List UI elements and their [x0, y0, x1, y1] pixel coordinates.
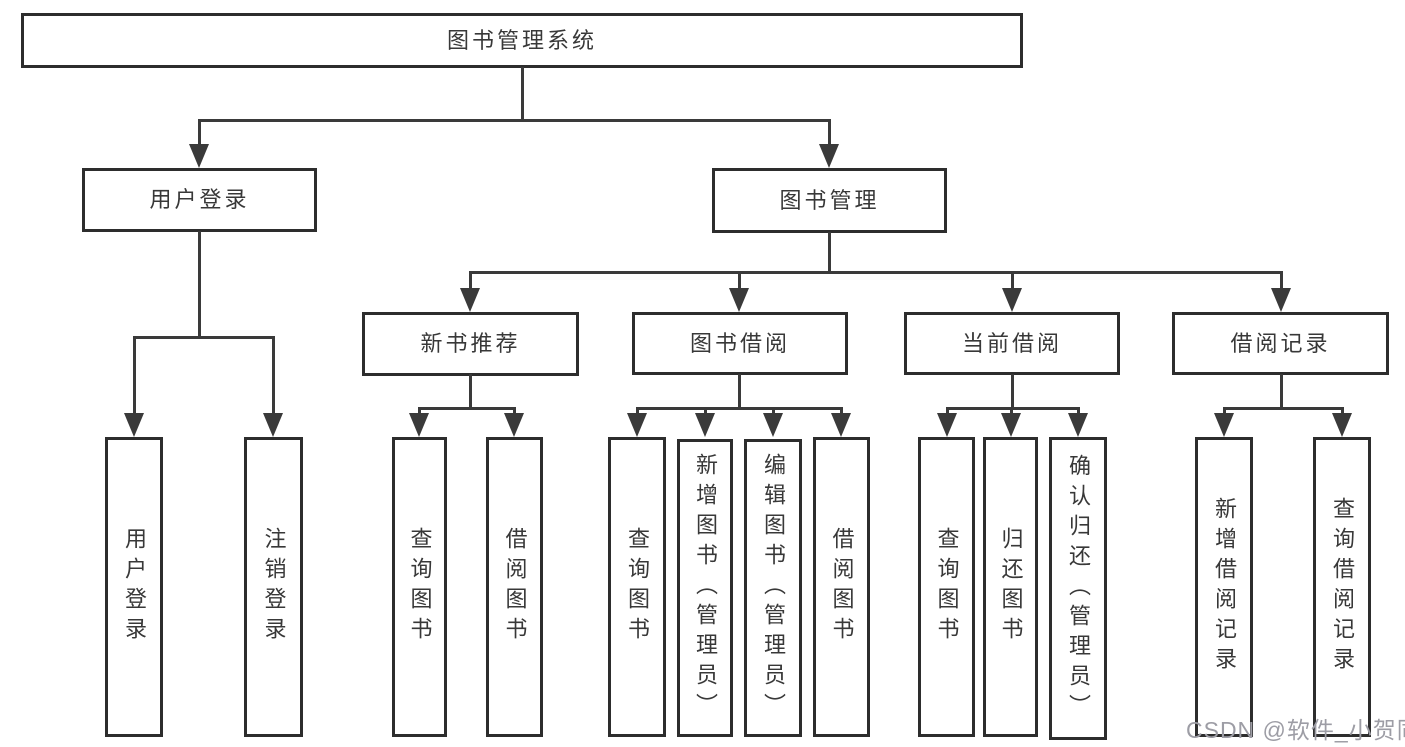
arrowhead-icon: [1271, 288, 1291, 312]
arrowhead-icon: [763, 413, 783, 437]
node-borrowing-records: 借阅记录: [1172, 312, 1389, 375]
arrowhead-icon: [819, 144, 839, 168]
arrow-shaft: [197, 118, 201, 149]
node-user-login: 用户登录: [82, 168, 317, 232]
arrowhead-icon: [729, 288, 749, 312]
node-label-leaf-borrow-books-recommend: 借阅图书: [502, 527, 528, 647]
node-label-leaf-logout: 注销登录: [261, 527, 287, 647]
arrow-shaft: [468, 270, 472, 293]
node-label-book-borrowing: 图书借阅: [689, 330, 790, 356]
node-leaf-edit-books-admin: 编辑图书（管理员）: [744, 439, 802, 737]
arrow-shaft: [1076, 406, 1080, 418]
arrow-shaft: [132, 335, 136, 418]
node-leaf-user-login: 用户登录: [105, 437, 163, 737]
connector-line: [1010, 373, 1014, 410]
node-leaf-query-books-current: 查询图书: [918, 437, 975, 737]
arrow-shaft: [417, 406, 421, 418]
arrow-shaft: [635, 406, 639, 418]
node-label-root-system: 图书管理系统: [446, 27, 597, 53]
node-label-leaf-confirm-return-admin: 确认归还（管理员）: [1066, 453, 1091, 724]
node-label-leaf-user-login: 用户登录: [122, 527, 147, 647]
node-leaf-logout: 注销登录: [244, 437, 303, 737]
node-leaf-query-books-borrowing: 查询图书: [608, 437, 666, 737]
arrowhead-icon: [1001, 413, 1021, 437]
arrowhead-icon: [1002, 288, 1022, 312]
arrow-shaft: [703, 406, 707, 418]
arrow-shaft: [737, 270, 741, 293]
arrowhead-icon: [627, 413, 647, 437]
node-label-leaf-query-books-current: 查询图书: [934, 527, 960, 647]
arrow-shaft: [771, 406, 775, 418]
connector-line: [1279, 373, 1283, 410]
connector-line: [468, 373, 472, 410]
arrowhead-icon: [409, 413, 429, 437]
arrow-shaft: [1222, 406, 1226, 418]
connector-line: [827, 231, 831, 274]
arrow-shaft: [839, 406, 843, 418]
node-label-leaf-query-books-recommend: 查询图书: [407, 527, 433, 647]
node-new-book-recommend: 新书推荐: [362, 312, 579, 376]
arrowhead-icon: [504, 413, 524, 437]
node-label-leaf-borrow-books-borrowing: 借阅图书: [829, 527, 855, 647]
node-leaf-query-books-recommend: 查询图书: [392, 437, 447, 737]
node-label-leaf-add-borrowing-record: 新增借阅记录: [1212, 497, 1237, 677]
connector-line: [132, 335, 275, 339]
node-label-leaf-query-borrowing-record: 查询借阅记录: [1330, 497, 1355, 677]
node-leaf-query-borrowing-record: 查询借阅记录: [1313, 437, 1371, 737]
node-label-leaf-query-books-borrowing: 查询图书: [625, 527, 650, 647]
connector-line: [197, 230, 201, 339]
node-label-leaf-edit-books-admin: 编辑图书（管理员）: [761, 453, 786, 723]
arrow-shaft: [827, 118, 831, 149]
arrow-shaft: [1279, 270, 1283, 293]
node-label-user-login: 用户登录: [149, 187, 250, 212]
arrowhead-icon: [263, 413, 283, 437]
arrow-shaft: [271, 335, 275, 418]
arrowhead-icon: [1214, 413, 1234, 437]
node-leaf-borrow-books-borrowing: 借阅图书: [813, 437, 870, 737]
node-label-book-management: 图书管理: [779, 187, 880, 213]
arrowhead-icon: [460, 288, 480, 312]
node-label-leaf-add-books-admin: 新增图书（管理员）: [693, 453, 718, 723]
connector-line: [468, 270, 1283, 274]
node-book-management: 图书管理: [712, 168, 947, 233]
arrow-shaft: [945, 406, 949, 418]
connector-line: [520, 66, 524, 122]
arrowhead-icon: [695, 413, 715, 437]
node-leaf-return-books: 归还图书: [983, 437, 1038, 737]
arrow-shaft: [1009, 406, 1013, 418]
node-leaf-borrow-books-recommend: 借阅图书: [486, 437, 543, 737]
connector-line: [197, 118, 831, 122]
node-current-borrowing: 当前借阅: [904, 312, 1120, 375]
node-leaf-add-borrowing-record: 新增借阅记录: [1195, 437, 1253, 737]
node-label-borrowing-records: 借阅记录: [1230, 330, 1331, 356]
watermark: CSDN @软件_小贺同学: [1186, 717, 1405, 743]
arrowhead-icon: [1332, 413, 1352, 437]
node-book-borrowing: 图书借阅: [632, 312, 848, 375]
node-leaf-confirm-return-admin: 确认归还（管理员）: [1049, 437, 1107, 740]
arrowhead-icon: [1068, 413, 1088, 437]
connector-line: [417, 406, 516, 410]
node-label-leaf-return-books: 归还图书: [998, 527, 1024, 647]
arrow-shaft: [1340, 406, 1344, 418]
arrow-shaft: [1010, 270, 1014, 293]
arrow-shaft: [512, 406, 516, 418]
arrowhead-icon: [937, 413, 957, 437]
node-root-system: 图书管理系统: [21, 13, 1023, 68]
node-label-new-book-recommend: 新书推荐: [420, 331, 521, 356]
node-leaf-add-books-admin: 新增图书（管理员）: [677, 439, 733, 737]
node-label-current-borrowing: 当前借阅: [961, 330, 1062, 356]
arrowhead-icon: [124, 413, 144, 437]
arrowhead-icon: [831, 413, 851, 437]
arrowhead-icon: [189, 144, 209, 168]
connector-line: [737, 373, 741, 410]
connector-line: [1222, 406, 1344, 410]
